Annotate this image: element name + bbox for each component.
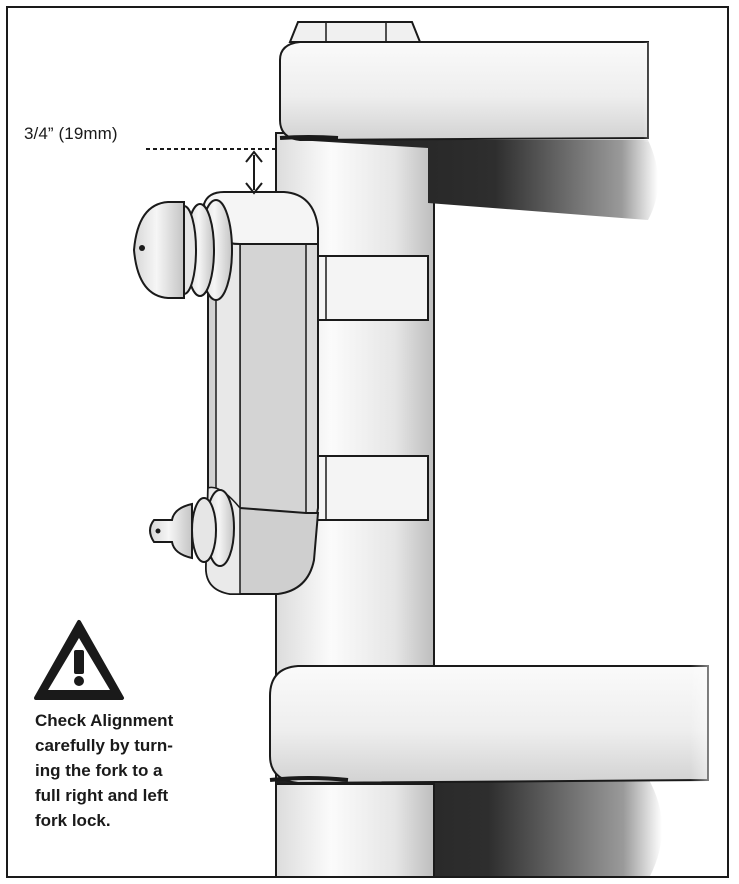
- warning-triangle-icon: [34, 620, 124, 700]
- warning-line: carefully by turn-: [35, 736, 173, 755]
- warning-line: full right and left: [35, 786, 169, 805]
- lower-strap: [303, 455, 429, 521]
- top-nut: [288, 21, 422, 43]
- warning-line: fork lock.: [35, 811, 111, 830]
- lower-clamp-edge: [269, 776, 349, 782]
- dimension-label: 3/4” (19mm): [24, 124, 118, 143]
- warning-line: Check Alignment: [35, 711, 174, 730]
- fork-damper-illustration: [132, 21, 727, 876]
- upper-strap: [303, 255, 429, 321]
- warning-line: ing the fork to a: [35, 761, 163, 780]
- damper-body-face: [239, 239, 307, 527]
- warning-message: Check Alignment carefully by turn- ing t…: [35, 708, 217, 833]
- upper-clamp-shadow: [296, 140, 658, 220]
- diagram-frame: 3/4” (19mm) Check Alignment carefully by…: [6, 6, 729, 878]
- upper-clamp-edge: [279, 135, 339, 140]
- upper-adjuster-knob: [132, 199, 233, 301]
- lower-adjuster-knob: [149, 489, 235, 567]
- dimension-arrow: [245, 150, 263, 195]
